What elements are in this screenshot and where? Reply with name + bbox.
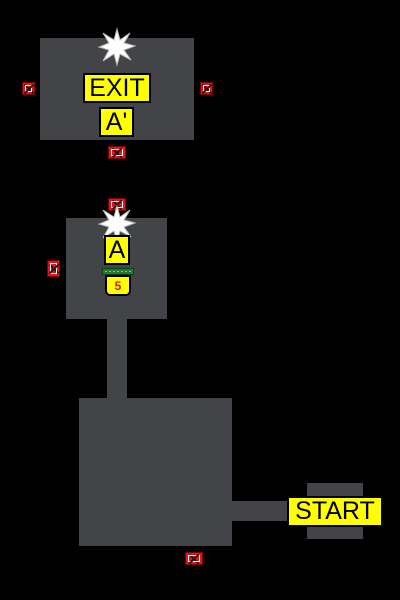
locked-door-icon[interactable] <box>108 146 126 159</box>
locked-door-icon[interactable] <box>22 82 35 95</box>
explosion-icon <box>97 27 137 67</box>
locked-door-icon[interactable] <box>185 552 203 565</box>
start-label: START <box>287 496 383 527</box>
jar-lid <box>102 268 134 275</box>
corridor-horizontal <box>231 501 289 521</box>
a-prime-label: A' <box>99 107 134 137</box>
jar-count: 5 <box>105 275 131 296</box>
locked-door-icon[interactable] <box>47 260 60 277</box>
corridor-vertical <box>107 318 127 400</box>
exit-label: EXIT <box>83 73 151 103</box>
jar-icon[interactable]: 5 <box>102 266 134 298</box>
locked-door-icon[interactable] <box>200 82 213 95</box>
a-label: A <box>104 235 130 265</box>
start-large-room <box>79 398 232 546</box>
